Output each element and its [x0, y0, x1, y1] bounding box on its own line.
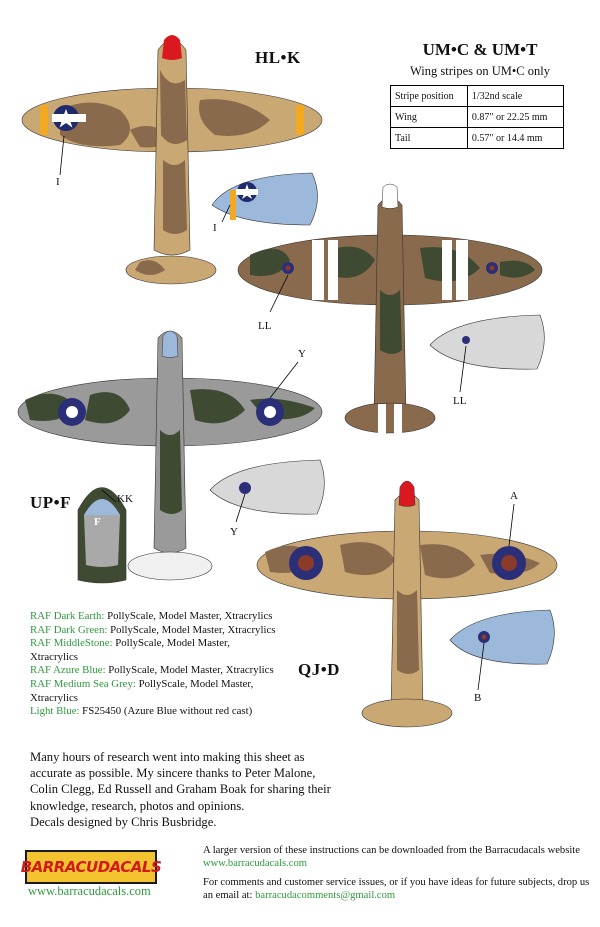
paint-brands: FS25450 (Azure Blue without red cast)	[79, 705, 253, 718]
stripe-subtitle: Wing stripes on UM•C only	[410, 64, 550, 78]
paint-brands: PollyScale, Model Master, Xtracrylics	[107, 623, 276, 636]
callout-y: Y	[298, 348, 306, 360]
list-item: RAF Dark Green: PollyScale, Model Master…	[30, 624, 280, 638]
download-link[interactable]: www.barracudacals.com	[203, 858, 308, 869]
contact-text: For comments and customer service issues…	[203, 877, 590, 901]
paint-name: RAF MiddleStone:	[30, 637, 113, 650]
table-cell: 0.87" or 22.25 mm	[466, 106, 565, 128]
callout-i: I	[213, 222, 217, 234]
callout-b: B	[474, 692, 482, 704]
stripe-table: Stripe position 1/32nd scale Wing 0.87" …	[390, 85, 565, 149]
callout-f: F	[94, 516, 101, 528]
table-row: Wing 0.87" or 22.25 mm	[390, 106, 565, 128]
paint-brands: PollyScale, Model Master, Xtracrylics	[104, 610, 273, 622]
qjd-aircraft	[256, 480, 558, 728]
callout-kk: KK	[117, 493, 133, 505]
scheme-label-upf: UP•F	[30, 493, 71, 512]
research-paragraph: Many hours of research went into making …	[30, 750, 331, 813]
table-row: Stripe position 1/32nd scale	[390, 85, 565, 107]
list-item: RAF Medium Sea Grey: PollyScale, Model M…	[30, 678, 280, 705]
scheme-label-qjd: QJ•D	[298, 660, 340, 679]
paint-name: RAF Medium Sea Grey:	[30, 677, 136, 690]
table-cell: Stripe position	[390, 85, 468, 107]
stripe-title: UM•C & UM•T	[422, 40, 538, 59]
research-note: Many hours of research went into making …	[30, 749, 340, 830]
designer-credit: Decals designed by Chris Busbridge.	[30, 814, 217, 829]
list-item: RAF Dark Earth: PollyScale, Model Master…	[30, 610, 280, 624]
callout-ll: LL	[258, 320, 272, 332]
callout-ll: LL	[453, 395, 467, 407]
paint-list: RAF Dark Earth: PollyScale, Model Master…	[30, 610, 280, 719]
list-item: Light Blue: FS25450 (Azure Blue without …	[30, 705, 280, 719]
barracudacals-logo: BARRACUDACALS	[21, 850, 162, 884]
umc-aircraft	[237, 183, 543, 434]
table-row: Tail 0.57" or 14.4 mm	[390, 127, 565, 149]
hlk-underside-profile	[211, 172, 318, 226]
paint-brands: PollyScale, Model Master, Xtracrylics	[30, 637, 230, 663]
table-cell: Wing	[390, 106, 468, 128]
callout-a: A	[510, 490, 518, 502]
table-cell: 0.57" or 14.4 mm	[466, 127, 565, 149]
callout-i: I	[56, 176, 60, 188]
paint-name: Light Blue:	[30, 705, 80, 718]
scheme-label-hlk: HL•K	[255, 48, 301, 67]
info-block: A larger version of these instructions c…	[203, 844, 593, 902]
qjd-underside-profile	[449, 609, 555, 691]
upf-aircraft	[17, 330, 323, 581]
paint-brands: PollyScale, Model Master, Xtracrylics	[105, 664, 274, 677]
paint-name: RAF Dark Green:	[30, 623, 108, 636]
list-item: RAF Azure Blue: PollyScale, Model Master…	[30, 664, 280, 678]
upf-spinner-detail	[77, 487, 127, 584]
paint-name: RAF Azure Blue:	[30, 664, 106, 677]
table-cell: Tail	[390, 127, 468, 149]
umc-underside-profile	[429, 314, 545, 393]
contact-note: For comments and customer service issues…	[203, 876, 593, 902]
email-link[interactable]: barracudacomments@gmail.com	[255, 890, 396, 901]
paint-brands: PollyScale, Model Master, Xtracrylics	[30, 677, 254, 704]
callout-y: Y	[230, 526, 238, 538]
paint-name: RAF Dark Earth:	[30, 610, 105, 622]
list-item: RAF MiddleStone: PollyScale, Model Maste…	[30, 637, 280, 664]
download-note: A larger version of these instructions c…	[203, 845, 580, 856]
upf-underside-profile	[209, 459, 325, 523]
website-link[interactable]: www.barracudacals.com	[28, 884, 151, 898]
table-cell: 1/32nd scale	[466, 85, 565, 107]
hlk-aircraft	[21, 35, 323, 285]
